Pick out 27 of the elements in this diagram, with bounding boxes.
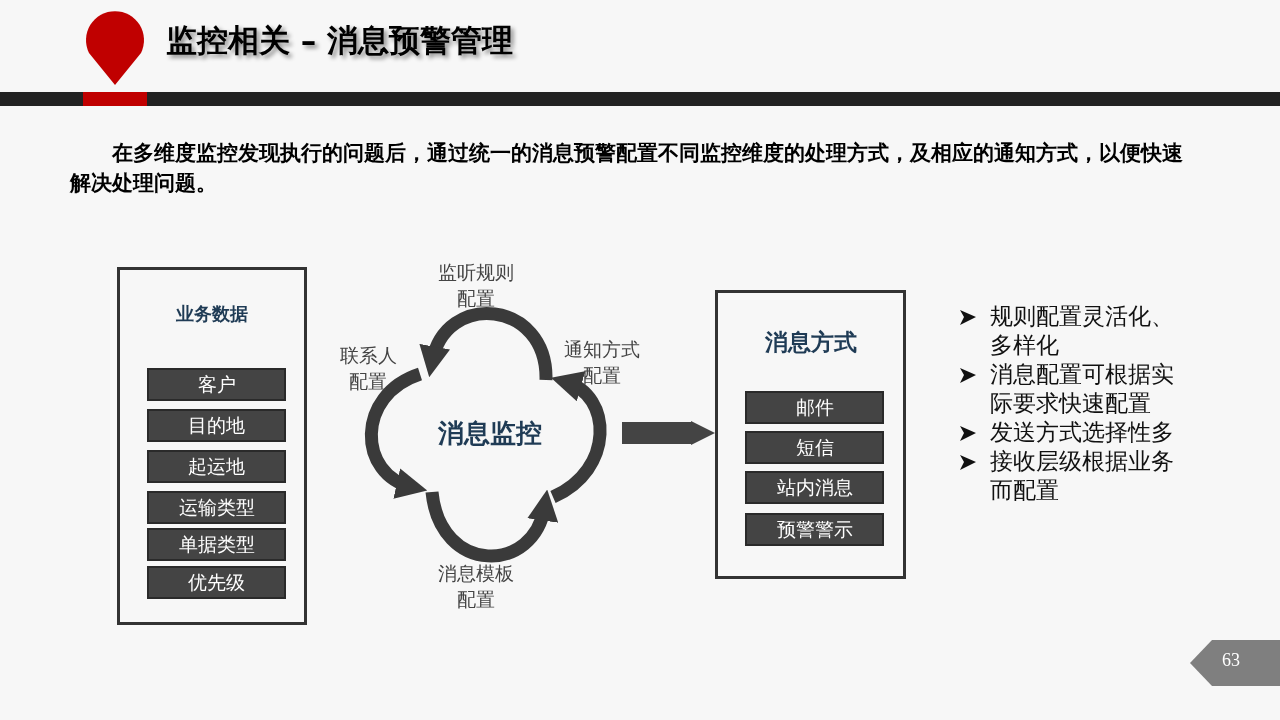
item-box: 客户: [147, 368, 286, 401]
bullet-text: 消息配置可根据实际要求快速配置: [990, 360, 1175, 418]
cycle-step-label: 联系人配置: [338, 343, 398, 394]
slide-title: 监控相关 – 消息预警管理: [166, 21, 514, 60]
cycle-step-label: 通知方式配置: [562, 337, 641, 388]
page-number: 63: [1222, 650, 1240, 671]
bullet-text: 发送方式选择性多: [990, 418, 1175, 447]
item-box: 目的地: [147, 409, 286, 442]
item-box: 短信: [745, 431, 884, 464]
center-label: 消息监控: [438, 418, 542, 448]
item-box: 运输类型: [147, 491, 286, 524]
item-box: 单据类型: [147, 528, 286, 561]
panel-box: [715, 290, 906, 579]
item-box: 邮件: [745, 391, 884, 424]
panel-heading: 消息方式: [763, 328, 858, 357]
bullet-text: 接收层级根据业务而配置: [990, 447, 1175, 505]
bullet-text: 规则配置灵活化、多样化: [990, 302, 1175, 360]
cycle-step-label: 监听规则配置: [436, 260, 515, 311]
item-box: 预警警示: [745, 513, 884, 546]
intro-paragraph: 在多维度监控发现执行的问题后，通过统一的消息预警配置不同监控维度的处理方式，及相应的通知方式，以便快速解决处理问题。: [70, 140, 1184, 197]
item-box: 起运地: [147, 450, 286, 483]
panel-box: [117, 267, 307, 625]
item-box: 优先级: [147, 566, 286, 599]
panel-heading: 业务数据: [175, 302, 249, 326]
item-box: 站内消息: [745, 471, 884, 504]
cycle-step-label: 消息模板配置: [436, 561, 515, 612]
block-arrow: [622, 421, 715, 445]
